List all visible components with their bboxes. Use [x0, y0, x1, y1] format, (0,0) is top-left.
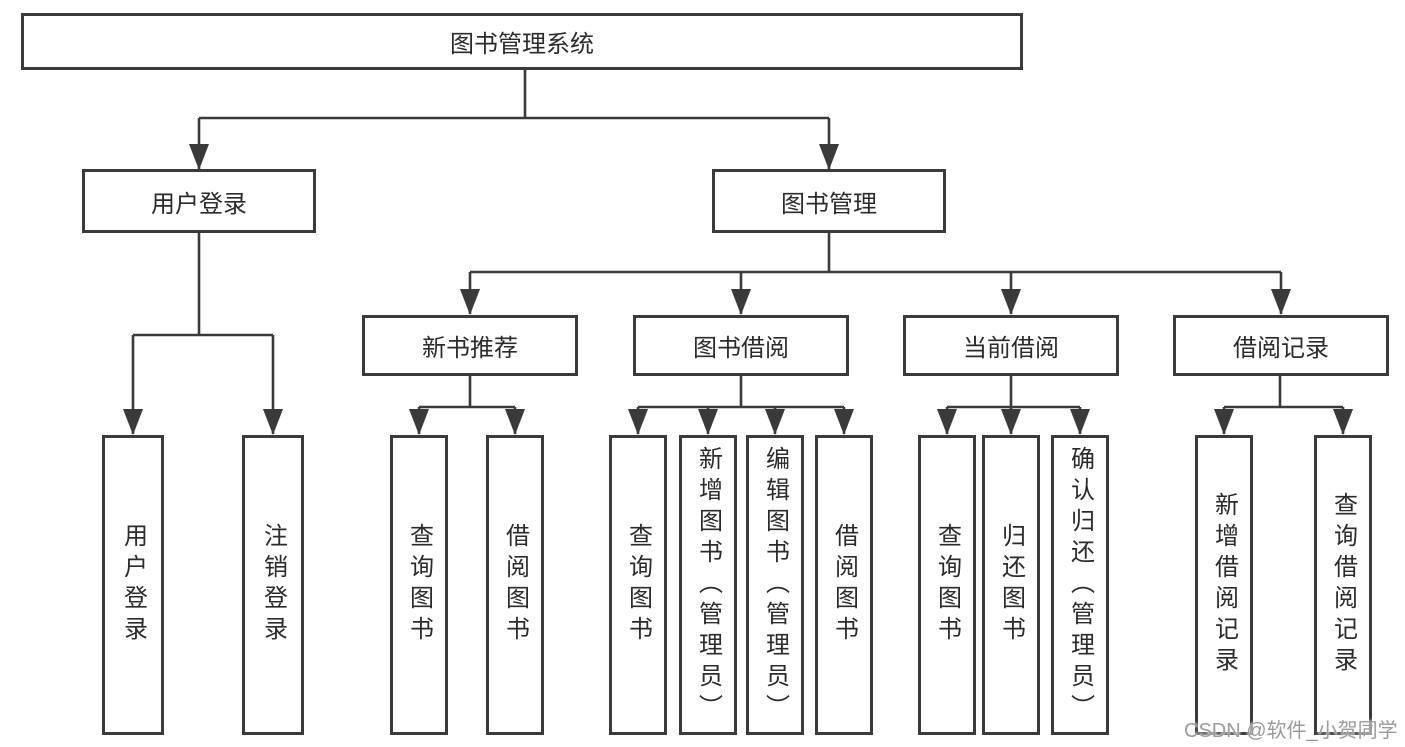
leaf-recommend-borrow-books: 借阅图书	[486, 435, 544, 735]
node-label: 用户登录	[119, 523, 147, 647]
leaf-borrowing-query-books: 查询图书	[609, 435, 667, 735]
leaf-recommend-query-books: 查询图书	[390, 435, 448, 735]
leaf-user-login: 用户登录	[102, 435, 164, 735]
node-user-login: 用户登录	[82, 169, 316, 233]
node-label: 借阅图书	[501, 523, 529, 647]
node-label: 注销登录	[259, 523, 287, 647]
node-label: 查询图书	[405, 523, 433, 647]
node-label: 借阅记录	[1233, 335, 1329, 362]
node-label: 图书借阅	[693, 335, 789, 362]
leaf-borrowing-borrow-books: 借阅图书	[815, 435, 873, 735]
leaf-logout: 注销登录	[242, 435, 304, 735]
node-label: 图书管理系统	[450, 31, 594, 58]
node-label: 图书管理	[781, 190, 877, 218]
node-book-borrowing: 图书借阅	[633, 315, 849, 376]
node-new-book-recommendation: 新书推荐	[362, 315, 578, 376]
leaf-borrowing-add-book-admin: 新增图书（管理员）	[679, 435, 737, 735]
csdn-watermark: CSDN @软件_小贺同学	[1184, 720, 1398, 742]
node-label: 新书推荐	[422, 335, 518, 362]
node-label: 借阅图书	[830, 523, 858, 647]
leaf-current-return-books: 归还图书	[982, 435, 1040, 735]
leaf-current-confirm-return-admin: 确认归还（管理员）	[1051, 435, 1109, 735]
node-label: 确认归还（管理员）	[1066, 445, 1094, 725]
node-label: 查询借阅记录	[1329, 492, 1357, 678]
leaf-records-add-borrow-record: 新增借阅记录	[1195, 435, 1253, 735]
node-label: 编辑图书（管理员）	[761, 445, 789, 725]
node-book-management: 图书管理	[712, 169, 946, 233]
node-label: 当前借阅	[963, 335, 1059, 362]
node-current-borrowing: 当前借阅	[903, 315, 1119, 376]
node-label: 新增借阅记录	[1210, 492, 1238, 678]
node-label: 归还图书	[997, 523, 1025, 647]
node-borrowing-records: 借阅记录	[1173, 315, 1389, 376]
node-label: 查询图书	[624, 523, 652, 647]
leaf-current-query-books: 查询图书	[918, 435, 976, 735]
leaf-borrowing-edit-book-admin: 编辑图书（管理员）	[746, 435, 804, 735]
leaf-records-query-borrow-record: 查询借阅记录	[1314, 435, 1372, 735]
node-label: 查询图书	[933, 523, 961, 647]
node-label: 用户登录	[151, 190, 247, 218]
node-label: 新增图书（管理员）	[694, 445, 722, 725]
node-library-management-system: 图书管理系统	[21, 13, 1023, 70]
